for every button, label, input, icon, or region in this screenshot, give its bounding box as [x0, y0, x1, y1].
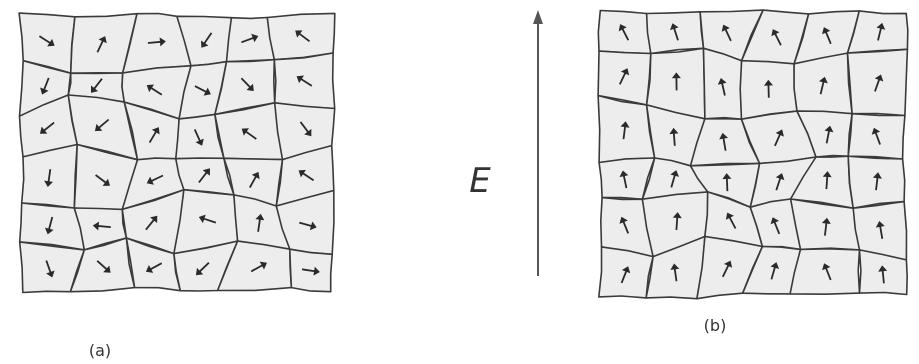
electric-field-indicator: E [469, 10, 543, 276]
field-arrowhead [533, 10, 543, 24]
grain [790, 249, 859, 294]
panel-a-caption: (a) [89, 341, 111, 360]
field-symbol: E [469, 161, 491, 201]
grain [267, 13, 335, 59]
panel-b-caption: (b) [704, 316, 727, 335]
panel-a-grains [19, 13, 335, 292]
panel-b-grains [598, 10, 908, 299]
